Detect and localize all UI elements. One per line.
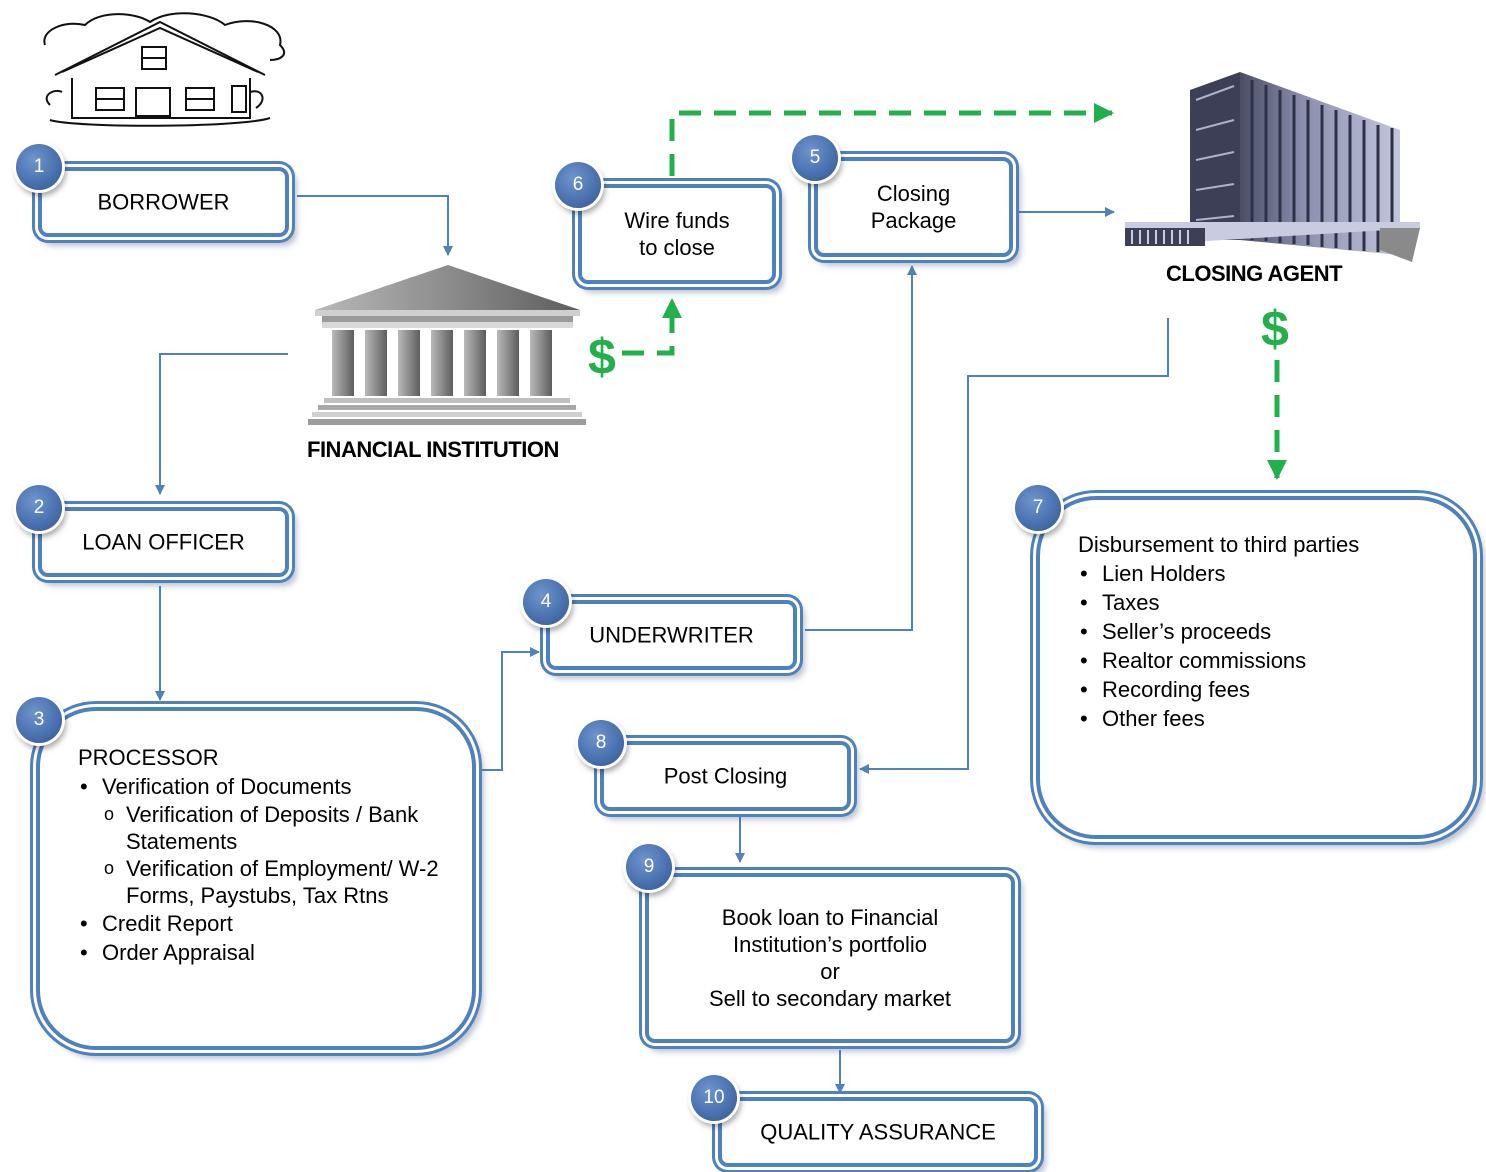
step-3-badge: 3 [16, 697, 62, 743]
disbursement-list: Lien Holders Taxes Seller’s proceeds Rea… [1078, 559, 1448, 733]
step-disbursement-content: Disbursement to third parties Lien Holde… [1078, 530, 1448, 733]
step-10-badge: 10 [691, 1075, 737, 1121]
step-processor-title: PROCESSOR [78, 745, 219, 770]
step-6-badge: 6 [555, 162, 601, 208]
disbursement-item: Recording fees [1078, 675, 1448, 704]
wire-funds-line-1: Wire funds [624, 208, 730, 233]
step-processor-box: PROCESSOR Verification of Documents Veri… [36, 707, 476, 1050]
disbursement-item: Taxes [1078, 588, 1448, 617]
step-post-closing-box: Post Closing [600, 741, 851, 811]
step-post-closing-label: Post Closing [663, 763, 788, 789]
arrow-underwriter-to-closing-package [805, 265, 917, 631]
disbursement-item: Seller’s proceeds [1078, 617, 1448, 646]
step-8-badge: 8 [578, 720, 624, 766]
closing-package-line-1: Closing [876, 181, 951, 206]
disbursement-item: Lien Holders [1078, 559, 1448, 588]
wire-funds-line-2: to close [639, 235, 715, 260]
step-2-badge: 2 [16, 485, 62, 531]
book-loan-line-4: Sell to secondary market [708, 986, 952, 1011]
money-arrow-to-wire [622, 298, 682, 356]
step-borrower-box: BORROWER [38, 167, 289, 237]
step-4-badge: 4 [523, 579, 569, 625]
money-arrow-wire-to-agent [669, 103, 1114, 176]
step-wire-funds-box: Wire funds to close [578, 184, 776, 284]
arrow-agent-to-post-closing [859, 318, 1169, 774]
step-borrower-label: BORROWER [97, 189, 230, 215]
disbursement-item: Realtor commissions [1078, 646, 1448, 675]
step-book-loan-text: Book loan to Financial Institution’s por… [649, 904, 1011, 1012]
disbursement-item: Other fees [1078, 704, 1448, 733]
book-loan-line-3: or [820, 959, 840, 984]
processor-subtask: Verification of Employment/ W-2 Forms, P… [102, 855, 448, 909]
money-symbol-wire: $ [588, 329, 616, 385]
step-loan-officer-box: LOAN OFFICER [38, 507, 289, 577]
step-quality-assurance-box: QUALITY ASSURANCE [718, 1097, 1038, 1167]
step-closing-package-box: Closing Package [814, 157, 1013, 257]
step-disbursement-title: Disbursement to third parties [1078, 532, 1360, 557]
processor-subtask-list: Verification of Deposits / Bank Statemen… [102, 801, 448, 909]
step-loan-officer-label: LOAN OFFICER [82, 529, 245, 555]
closing-package-line-2: Package [870, 208, 957, 233]
step-7-badge: 7 [1015, 485, 1061, 531]
step-underwriter-label: UNDERWRITER [589, 622, 754, 648]
step-9-badge: 9 [626, 844, 672, 890]
processor-subtask: Verification of Deposits / Bank Statemen… [102, 801, 448, 855]
step-5-badge: 5 [792, 135, 838, 181]
processor-task: Verification of Documents Verification o… [78, 772, 448, 909]
processor-task-label: Verification of Documents [102, 774, 352, 799]
office-tower-icon [1125, 72, 1420, 262]
closing-agent-label: CLOSING AGENT [1166, 261, 1343, 286]
processor-task-list: Verification of Documents Verification o… [78, 772, 448, 967]
arrow-institution-to-loan-officer [155, 353, 288, 495]
step-disbursement-box: Disbursement to third parties Lien Holde… [1036, 496, 1477, 839]
step-processor-content: PROCESSOR Verification of Documents Veri… [78, 743, 448, 967]
book-loan-line-1: Book loan to Financial [721, 905, 939, 930]
book-loan-line-2: Institution’s portfolio [732, 932, 928, 957]
step-book-loan-box: Book loan to Financial Institution’s por… [645, 873, 1015, 1043]
money-symbol-disbursement: $ [1261, 301, 1289, 357]
financial-institution-label: FINANCIAL INSTITUTION [307, 437, 559, 462]
processor-task: Order Appraisal [78, 938, 448, 967]
step-closing-package-text: Closing Package [818, 180, 1009, 234]
arrow-borrower-to-institution [297, 195, 453, 256]
house-sketch-icon [43, 12, 286, 127]
bank-building-icon [308, 265, 586, 425]
step-quality-assurance-label: QUALITY ASSURANCE [760, 1119, 996, 1145]
step-1-badge: 1 [16, 144, 62, 190]
arrow-processor-to-underwriter [480, 647, 540, 771]
step-underwriter-box: UNDERWRITER [546, 600, 797, 670]
processor-task: Credit Report [78, 909, 448, 938]
step-wire-funds-text: Wire funds to close [582, 207, 772, 261]
